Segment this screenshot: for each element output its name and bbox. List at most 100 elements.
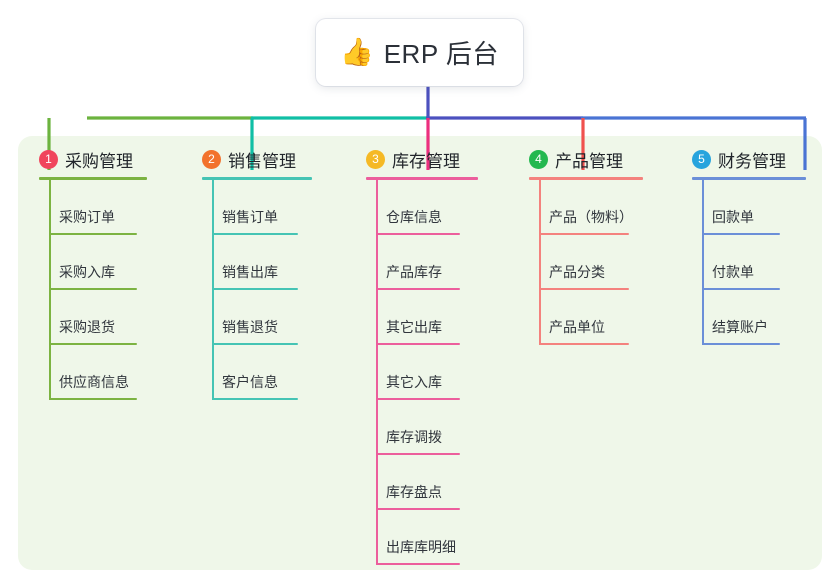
list-item[interactable]: 采购订单 [39,180,147,235]
list-item[interactable]: 结算账户 [692,290,806,345]
list-item[interactable]: 销售订单 [202,180,312,235]
list-item-label: 产品库存 [386,264,442,280]
column-spine-1 [49,180,51,400]
list-item[interactable]: 其它入库 [366,345,478,400]
list-item-label: 产品单位 [549,319,605,335]
list-item[interactable]: 付款单 [692,235,806,290]
column-header-1[interactable]: 1 采购管理 [39,147,147,171]
list-item[interactable]: 仓库信息 [366,180,478,235]
column-5: 5 财务管理回款单付款单结算账户 [692,147,806,345]
column-header-rule-1 [39,177,147,180]
list-item-rule [212,233,298,235]
item-list-5: 回款单付款单结算账户 [692,180,806,345]
column-title-4: 产品管理 [555,151,623,171]
list-item-rule [376,563,460,565]
list-item[interactable]: 库存盘点 [366,455,478,510]
column-title-1: 采购管理 [65,151,133,171]
list-item[interactable]: 销售出库 [202,235,312,290]
list-item-rule [702,233,780,235]
column-header-4[interactable]: 4 产品管理 [529,147,643,171]
list-item[interactable]: 产品单位 [529,290,643,345]
list-item-label: 其它入库 [386,374,442,390]
list-item-rule [702,288,780,290]
list-item-label: 库存盘点 [386,484,442,500]
list-item-rule [212,288,298,290]
column-title-3: 库存管理 [392,151,460,171]
column-spine-3 [376,180,378,565]
list-item[interactable]: 回款单 [692,180,806,235]
list-item-label: 出库库明细 [386,539,456,555]
list-item-rule [376,288,460,290]
list-item[interactable]: 采购退货 [39,290,147,345]
root-node[interactable]: 👍 ERP 后台 [316,19,523,86]
list-item-rule [702,343,780,345]
list-item-label: 产品分类 [549,264,605,280]
list-item-rule [539,343,629,345]
list-item-rule [539,233,629,235]
column-spine-5 [702,180,704,345]
list-item-label: 其它出库 [386,319,442,335]
list-item-label: 供应商信息 [59,374,129,390]
list-item-label: 销售订单 [222,209,278,225]
list-item[interactable]: 产品分类 [529,235,643,290]
column-header-5[interactable]: 5 财务管理 [692,147,806,171]
column-badge-1: 1 [39,149,58,169]
list-item-rule [539,288,629,290]
item-list-4: 产品（物料） 产品分类产品单位 [529,180,643,345]
list-item[interactable]: 产品（物料） [529,180,643,235]
list-item-label: 采购入库 [59,264,115,280]
list-item-label: 付款单 [712,264,754,280]
column-header-2[interactable]: 2 销售管理 [202,147,312,171]
list-item[interactable]: 库存调拨 [366,400,478,455]
list-item-rule [376,343,460,345]
list-item[interactable]: 产品库存 [366,235,478,290]
list-item[interactable]: 其它出库 [366,290,478,345]
list-item-label: 回款单 [712,209,754,225]
list-item-rule [212,398,298,400]
list-item-rule [49,398,137,400]
list-item-label: 产品（物料） [549,209,633,225]
column-badge-2: 2 [202,149,221,169]
list-item[interactable]: 采购入库 [39,235,147,290]
column-header-rule-2 [202,177,312,180]
list-item[interactable]: 供应商信息 [39,345,147,400]
diagram-panel [18,136,822,570]
list-item-rule [376,233,460,235]
column-3: 3 库存管理仓库信息产品库存其它出库其它入库库存调拨库存盘点出库库明细 [366,147,478,565]
list-item[interactable]: 销售退货 [202,290,312,345]
item-list-1: 采购订单采购入库采购退货供应商信息 [39,180,147,400]
list-item-label: 仓库信息 [386,209,442,225]
column-title-2: 销售管理 [228,151,296,171]
column-title-5: 财务管理 [718,151,786,171]
column-badge-3: 3 [366,149,385,169]
list-item[interactable]: 出库库明细 [366,510,478,565]
list-item-label: 采购订单 [59,209,115,225]
list-item-label: 销售退货 [222,319,278,335]
column-header-rule-4 [529,177,643,180]
column-badge-4: 4 [529,149,548,169]
column-spine-2 [212,180,214,400]
list-item[interactable]: 客户信息 [202,345,312,400]
item-list-3: 仓库信息产品库存其它出库其它入库库存调拨库存盘点出库库明细 [366,180,478,565]
root-title: ERP 后台 [383,39,499,69]
list-item-rule [376,398,460,400]
thumbs-up-icon: 👍 [340,37,374,67]
list-item-label: 销售出库 [222,264,278,280]
column-header-3[interactable]: 3 库存管理 [366,147,478,171]
list-item-rule [212,343,298,345]
list-item-rule [49,343,137,345]
list-item-label: 采购退货 [59,319,115,335]
list-item-label: 客户信息 [222,374,278,390]
column-header-rule-5 [692,177,806,180]
item-list-2: 销售订单销售出库销售退货客户信息 [202,180,312,400]
column-badge-5: 5 [692,149,711,169]
column-1: 1 采购管理采购订单采购入库采购退货供应商信息 [39,147,147,400]
column-2: 2 销售管理销售订单销售出库销售退货客户信息 [202,147,312,400]
column-4: 4 产品管理产品（物料） 产品分类产品单位 [529,147,643,345]
column-header-rule-3 [366,177,478,180]
column-spine-4 [539,180,541,345]
list-item-label: 结算账户 [712,319,768,335]
list-item-rule [49,233,137,235]
list-item-rule [376,508,460,510]
